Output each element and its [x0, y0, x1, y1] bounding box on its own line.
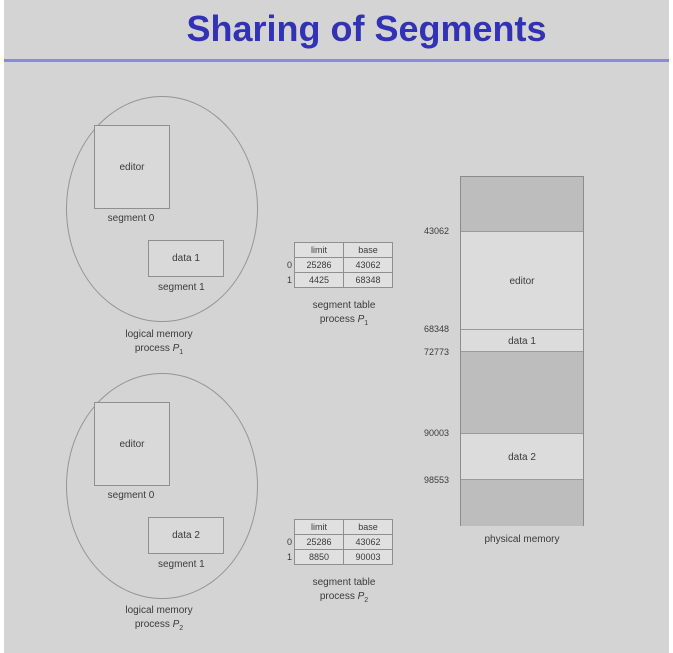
slide-title: Sharing of Segments	[186, 8, 547, 49]
editor-block-label: editor	[509, 275, 535, 287]
header-limit: limit	[294, 519, 344, 535]
editor-segment-p1: editor	[94, 125, 170, 209]
segment-table-caption-p1: segment table process P1	[294, 299, 394, 331]
logical-memory-caption-sub-p1: 1	[179, 349, 184, 356]
row-index: 1	[286, 275, 292, 285]
free-block	[461, 351, 583, 434]
segment-table-caption-sub-p2: 2	[364, 597, 369, 604]
segment0-label-p2: segment 0	[107, 490, 155, 501]
logical-memory-outline-p2	[66, 373, 258, 599]
logical-memory-caption-line1-p2: logical memory	[125, 605, 193, 616]
table-row: 0 25286 43062	[284, 534, 393, 550]
logical-memory-caption-p2: logical memory process P2	[104, 604, 214, 636]
address-label: 90003	[424, 428, 450, 438]
physical-memory-label: physical memory	[484, 534, 560, 545]
data1-segment-p1: data 1	[148, 240, 224, 277]
logical-memory-caption-prefix-p2: process	[134, 619, 173, 630]
header-limit: limit	[294, 242, 344, 258]
data2-label-p2: data 2	[172, 530, 200, 541]
header-index-spacer	[284, 520, 295, 535]
row-base: 68348	[343, 272, 393, 288]
editor-label-p1: editor	[119, 161, 145, 173]
logical-memory-caption-line2-p1: process P1	[104, 342, 214, 360]
logical-memory-outline-p1	[66, 96, 258, 322]
segment-table-header-p1: limit base	[284, 242, 393, 258]
segment-table-caption-line1-p2: segment table	[312, 577, 376, 588]
data2-segment-p2: data 2	[148, 517, 224, 554]
segment-table-caption-p2: segment table process P2	[294, 576, 394, 608]
address-label: 43062	[424, 226, 450, 236]
logical-memory-caption-sub-p2: 2	[179, 625, 184, 632]
segment-table-caption-var-p1: P	[357, 314, 365, 325]
row-limit: 4425	[294, 272, 344, 288]
segment-table-p2: limit base 0 25286 43062 1 8850 90003	[284, 519, 393, 565]
segment1-label-p2: segment 1	[158, 559, 205, 570]
table-row: 1 8850 90003	[284, 549, 393, 565]
logical-memory-caption-var-p2: P	[172, 619, 180, 630]
header-index-spacer	[284, 243, 295, 258]
slide: Sharing of Segments editor segment 0 dat…	[4, 0, 669, 653]
table-row: 0 25286 43062	[284, 257, 393, 273]
editor-block: editor	[461, 231, 583, 330]
segment-table-caption-prefix-p2: process	[319, 591, 358, 602]
row-index: 0	[286, 537, 292, 547]
row-limit: 25286	[294, 534, 344, 550]
logical-memory-caption-line1-p1: logical memory	[125, 329, 193, 340]
row-base: 43062	[343, 257, 393, 273]
editor-label-p2: editor	[119, 438, 145, 450]
segment-table-caption-line2-p1: process P1	[294, 313, 394, 331]
header-base: base	[343, 242, 393, 258]
table-row: 1 4425 68348	[284, 272, 393, 288]
data1-label-p1: data 1	[172, 253, 200, 264]
row-limit: 8850	[294, 549, 344, 565]
segment-table-caption-line1-p1: segment table	[312, 300, 376, 311]
segment-table-header-p2: limit base	[284, 519, 393, 535]
row-base: 43062	[343, 534, 393, 550]
logical-memory-caption-line2-p2: process P2	[104, 618, 214, 636]
row-index: 1	[286, 552, 292, 562]
segment-table-p1: limit base 0 25286 43062 1 4425 68348	[284, 242, 393, 288]
free-block	[461, 479, 583, 526]
segment1-label-p1: segment 1	[158, 282, 205, 293]
segment-table-caption-line2-p2: process P2	[294, 590, 394, 608]
row-index: 0	[286, 260, 292, 270]
segment-table-caption-sub-p1: 1	[364, 320, 369, 327]
data1-block: data 1	[461, 329, 583, 352]
logical-memory-caption-var-p1: P	[172, 343, 180, 354]
physical-memory: editor data 1 data 2	[460, 176, 584, 526]
data2-block: data 2	[461, 433, 583, 480]
data2-block-label: data 2	[508, 451, 536, 463]
free-block	[461, 177, 583, 231]
title-divider	[4, 59, 669, 62]
editor-segment-p2: editor	[94, 402, 170, 486]
row-limit: 25286	[294, 257, 344, 273]
address-label: 68348	[424, 324, 450, 334]
logical-memory-caption-prefix-p1: process	[134, 343, 173, 354]
data1-block-label: data 1	[508, 335, 536, 347]
address-label: 98553	[424, 475, 450, 485]
segment-table-caption-var-p2: P	[357, 591, 365, 602]
segment0-label-p1: segment 0	[107, 213, 155, 224]
header-base: base	[343, 519, 393, 535]
row-base: 90003	[343, 549, 393, 565]
address-label: 72773	[424, 347, 450, 357]
logical-memory-caption-p1: logical memory process P1	[104, 328, 214, 360]
segment-table-caption-prefix-p1: process	[319, 314, 358, 325]
